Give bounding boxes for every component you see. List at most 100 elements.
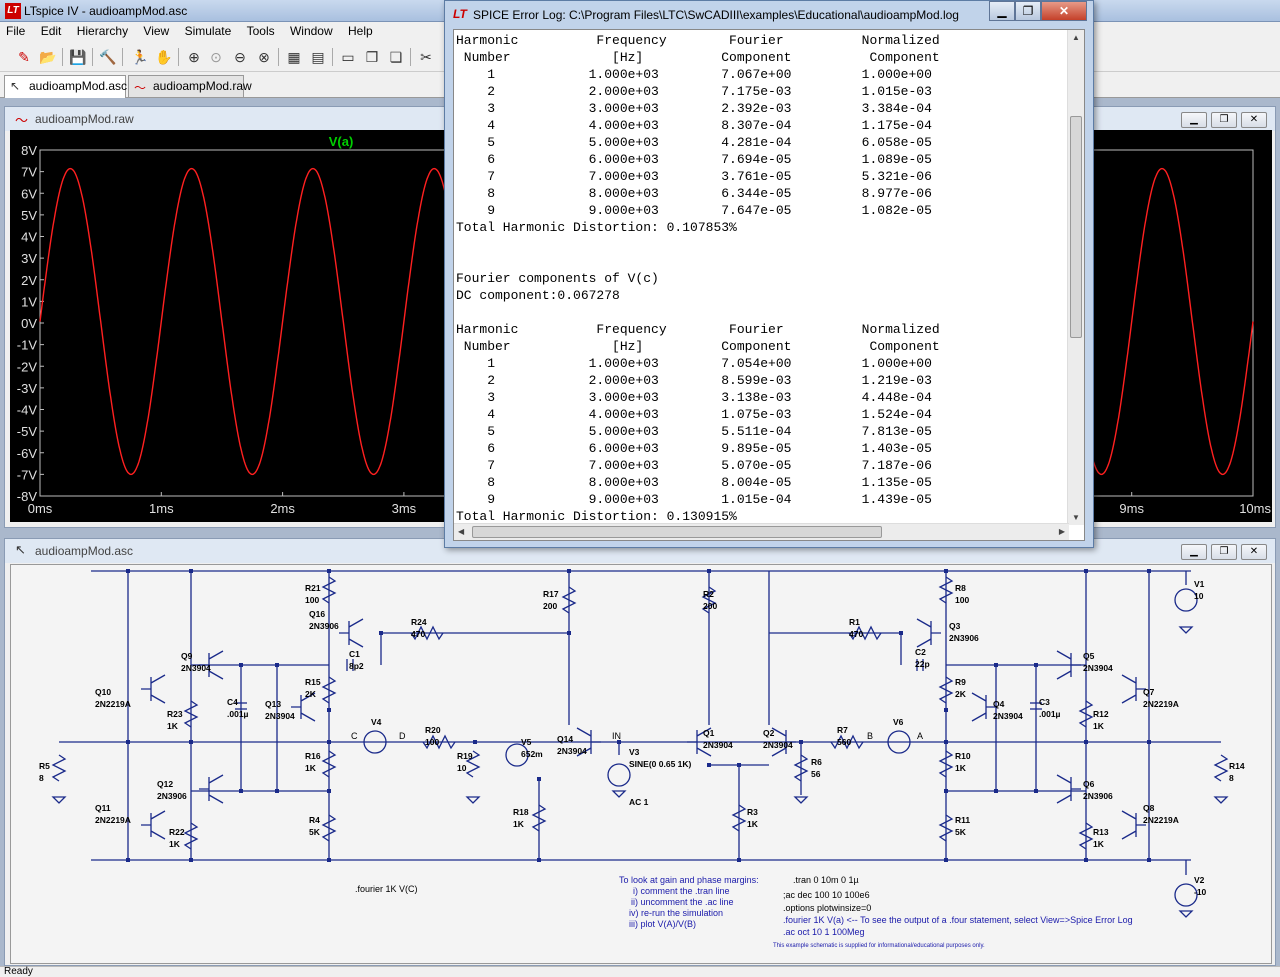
new-schematic-icon[interactable]: ✎ xyxy=(18,49,30,65)
component-value[interactable]: 2K xyxy=(955,689,967,699)
component-value[interactable]: 1K xyxy=(167,721,179,731)
component-value[interactable]: 22p xyxy=(915,659,930,669)
component-value[interactable]: 2K xyxy=(305,689,317,699)
component-value[interactable]: 100 xyxy=(425,737,439,747)
component-value[interactable]: 8p2 xyxy=(349,661,364,671)
component-value[interactable]: 652m xyxy=(521,749,543,759)
component-value[interactable]: SINE(0 0.65 1K) xyxy=(629,759,692,769)
component-ref[interactable]: R24 xyxy=(411,617,427,627)
component-ref[interactable]: C4 xyxy=(227,697,238,707)
component-ref[interactable]: R1 xyxy=(849,617,860,627)
minimize-button[interactable]: ▁ xyxy=(989,1,1015,21)
component-value[interactable]: 2N2219A xyxy=(1143,815,1179,825)
component-ref[interactable]: R23 xyxy=(167,709,183,719)
component-ref[interactable]: R20 xyxy=(425,725,441,735)
component-value[interactable]: 8 xyxy=(39,773,44,783)
tab-audioampmod-raw[interactable]: 〜 audioampMod.raw xyxy=(128,75,252,97)
component-ref[interactable]: R10 xyxy=(955,751,971,761)
component-ref[interactable]: Q8 xyxy=(1143,803,1155,813)
schematic-svg[interactable]: R21100Q162N3906C18p2R24470R17200R2200R14… xyxy=(11,565,1273,965)
component-value[interactable]: 1K xyxy=(513,819,525,829)
component-ref[interactable]: R15 xyxy=(305,677,321,687)
component-value[interactable]: 470 xyxy=(849,629,863,639)
minimize-button[interactable]: ▁ xyxy=(1181,112,1207,128)
component-value[interactable]: 2N3904 xyxy=(265,711,295,721)
component-ref[interactable]: R13 xyxy=(1093,827,1109,837)
halt-icon[interactable]: ✋ xyxy=(155,49,173,65)
save-icon[interactable]: 💾 xyxy=(69,49,87,65)
component-value[interactable]: 2N3906 xyxy=(157,791,187,801)
zoom-fit-icon[interactable]: ⊗ xyxy=(258,49,270,65)
component-ref[interactable]: R22 xyxy=(169,827,185,837)
waveform-plot-svg[interactable]: V(a) 8V7V6V5V4V3V2V1V0V-1V-2V-3V-4V-5V-6… xyxy=(10,130,1272,522)
component-ref[interactable]: V6 xyxy=(893,717,904,727)
component-ref[interactable]: Q9 xyxy=(181,651,193,661)
component-value[interactable]: 200 xyxy=(703,601,717,611)
zoom-in-icon[interactable]: ⊕ xyxy=(188,49,200,65)
component-value[interactable]: 5K xyxy=(309,827,321,837)
menu-window[interactable]: Window xyxy=(289,24,333,38)
component-value[interactable]: 2N3906 xyxy=(949,633,979,643)
component-ref[interactable]: R3 xyxy=(747,807,758,817)
tab-audioampmod-asc[interactable]: ↖ audioampMod.asc xyxy=(4,75,127,98)
component-value[interactable]: 2N3906 xyxy=(1083,791,1113,801)
menu-hierarchy[interactable]: Hierarchy xyxy=(76,24,129,38)
component-ref[interactable]: R6 xyxy=(811,757,822,767)
component-value[interactable]: 2N3904 xyxy=(557,746,587,756)
component-ref[interactable]: Q10 xyxy=(95,687,111,697)
component-value[interactable]: 2N3906 xyxy=(309,621,339,631)
tile-horizontal-icon[interactable]: ▭ xyxy=(341,49,355,65)
component-ref[interactable]: R9 xyxy=(955,677,966,687)
scroll-thumb[interactable] xyxy=(472,526,882,538)
component-ref[interactable]: V4 xyxy=(371,717,382,727)
menu-file[interactable]: File xyxy=(6,24,26,38)
vertical-scrollbar[interactable]: ▲ ▼ xyxy=(1067,30,1084,525)
component-ref[interactable]: C1 xyxy=(349,649,360,659)
component-value[interactable]: 2N3904 xyxy=(703,740,733,750)
component-value[interactable]: 100 xyxy=(955,595,969,605)
menu-help[interactable]: Help xyxy=(347,24,373,38)
component-value[interactable]: .001µ xyxy=(1039,709,1061,719)
component-value[interactable]: 2N3904 xyxy=(1083,663,1113,673)
component-ref[interactable]: Q12 xyxy=(157,779,173,789)
component-ref[interactable]: R12 xyxy=(1093,709,1109,719)
component-ref[interactable]: V3 xyxy=(629,747,640,757)
component-value[interactable]: 5K xyxy=(955,827,967,837)
component-ref[interactable]: Q4 xyxy=(993,699,1005,709)
component-value[interactable]: 1K xyxy=(169,839,181,849)
menu-view[interactable]: View xyxy=(143,24,170,38)
component-value[interactable]: 1K xyxy=(305,763,317,773)
close-button[interactable]: ✕ xyxy=(1041,1,1087,21)
component-ref[interactable]: R19 xyxy=(457,751,473,761)
component-ref[interactable]: Q2 xyxy=(763,728,775,738)
horizontal-scrollbar[interactable]: ◀ ▶ xyxy=(454,523,1069,540)
pan-icon[interactable]: ⊙ xyxy=(210,49,222,65)
component-value[interactable]: 2N2219A xyxy=(95,815,131,825)
scroll-up-icon[interactable]: ▲ xyxy=(1072,33,1080,42)
component-value[interactable]: .001µ xyxy=(227,709,249,719)
component-ref[interactable]: C3 xyxy=(1039,697,1050,707)
component-ref[interactable]: Q14 xyxy=(557,734,573,744)
component-ref[interactable]: R7 xyxy=(837,725,848,735)
component-value[interactable]: 560 xyxy=(837,737,851,747)
component-value[interactable]: 2N2219A xyxy=(95,699,131,709)
menu-simulate[interactable]: Simulate xyxy=(184,24,232,38)
component-value[interactable]: 1K xyxy=(1093,721,1105,731)
close-window-icon[interactable]: ❏ xyxy=(389,49,403,65)
grid-icon[interactable]: ▤ xyxy=(311,49,325,65)
close-button[interactable]: ✕ xyxy=(1241,544,1267,560)
component-ref[interactable]: Q7 xyxy=(1143,687,1155,697)
component-ref[interactable]: R5 xyxy=(39,761,50,771)
scroll-right-icon[interactable]: ▶ xyxy=(1058,527,1065,536)
scroll-thumb[interactable] xyxy=(1070,116,1082,338)
maximize-button[interactable]: ❐ xyxy=(1211,544,1237,560)
component-ref[interactable]: V5 xyxy=(521,737,532,747)
trace-label[interactable]: V(a) xyxy=(329,134,354,149)
component-value[interactable]: 8 xyxy=(1229,773,1234,783)
close-button[interactable]: ✕ xyxy=(1241,112,1267,128)
control-panel-icon[interactable]: 🔨 xyxy=(99,49,117,65)
component-ref[interactable]: C2 xyxy=(915,647,926,657)
component-ref[interactable]: Q1 xyxy=(703,728,715,738)
component-value[interactable]: 56 xyxy=(811,769,821,779)
